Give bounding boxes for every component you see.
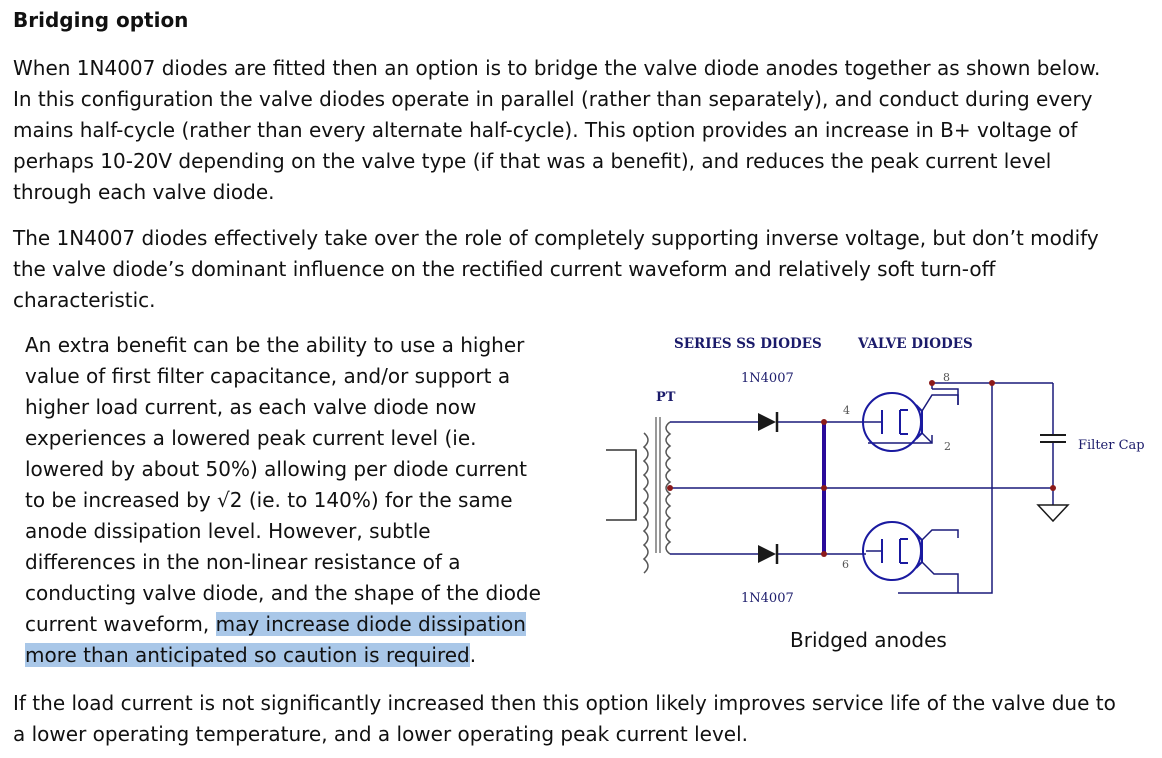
pin-label-2: 2 (944, 440, 951, 453)
series-diode-top (758, 412, 779, 432)
text-line: An extra benefit can be the ability to u… (25, 333, 525, 357)
series-diode-bottom (758, 544, 779, 564)
label-series-diodes: SERIES SS DIODES (674, 336, 822, 352)
text-line: characteristic. (13, 288, 156, 312)
text-line: mains half-cycle (rather than every alte… (13, 118, 1078, 142)
text-line: anode dissipation level. However, subtle (25, 519, 431, 543)
paragraph-inverse-voltage: The 1N4007 diodes effectively take over … (13, 223, 1099, 316)
text-line: a lower operating temperature, and a low… (13, 722, 749, 746)
paragraph-extra-benefit: An extra benefit can be the ability to u… (25, 330, 541, 671)
text-line: conducting valve diode, and the shape of… (25, 581, 541, 605)
label-filter-cap: Filter Cap (1078, 438, 1145, 453)
text-line: lowered by about 50%) allowing per diode… (25, 457, 527, 481)
transformer-secondary (665, 421, 672, 555)
text-line: differences in the non-linear resistance… (25, 550, 461, 574)
text-line: more than anticipated so caution is requ… (25, 640, 541, 671)
paragraph-bridging-intro: When 1N4007 diodes are fitted then an op… (13, 53, 1100, 208)
pin-label-8: 8 (943, 371, 950, 384)
highlighted-text: may increase diode dissipation (215, 612, 526, 636)
ground-icon (1036, 504, 1070, 523)
text-line: value of first filter capacitance, and/o… (25, 364, 511, 388)
transformer-primary (606, 432, 649, 574)
highlighted-text: more than anticipated so caution is requ… (25, 643, 470, 667)
text-line: higher load current, as each valve diode… (25, 395, 477, 419)
text-line: the valve diode’s dominant influence on … (13, 257, 996, 281)
valve-diode-bottom (862, 521, 959, 593)
label-diode-top: 1N4007 (741, 371, 794, 386)
text-line: perhaps 10-20V depending on the valve ty… (13, 149, 1052, 173)
valve-diode-top (862, 392, 959, 452)
label-diode-bottom: 1N4007 (741, 591, 794, 606)
label-pt: PT (656, 390, 676, 405)
junction-nodes (667, 380, 1056, 557)
text-line: experiences a lowered peak current level… (25, 426, 477, 450)
transformer-core (655, 417, 661, 553)
filter-capacitor (1040, 434, 1066, 443)
bridged-anodes-schematic: SERIES SS DIODES VALVE DIODES PT 1N4007 … (606, 336, 1145, 606)
text-line: In this configuration the valve diodes o… (13, 87, 1093, 111)
text-line: The 1N4007 diodes effectively take over … (13, 226, 1099, 250)
text-line: When 1N4007 diodes are fitted then an op… (13, 56, 1101, 80)
text-plain: current waveform, (25, 612, 216, 636)
section-heading: Bridging option (13, 8, 189, 32)
text-line: to be increased by √2 (ie. to 140%) for … (25, 488, 513, 512)
text-line: current waveform, may increase diode dis… (25, 609, 541, 640)
label-valve-diodes: VALVE DIODES (857, 336, 973, 352)
text-plain: . (469, 643, 477, 667)
paragraph-service-life: If the load current is not significantly… (13, 688, 1116, 750)
text-line: through each valve diode. (13, 180, 275, 204)
pin-label-6: 6 (842, 558, 849, 571)
diagram-caption: Bridged anodes (790, 628, 947, 652)
circuit-wires (670, 382, 1054, 594)
text-line: If the load current is not significantly… (13, 691, 1116, 715)
pin-label-4: 4 (843, 404, 850, 417)
